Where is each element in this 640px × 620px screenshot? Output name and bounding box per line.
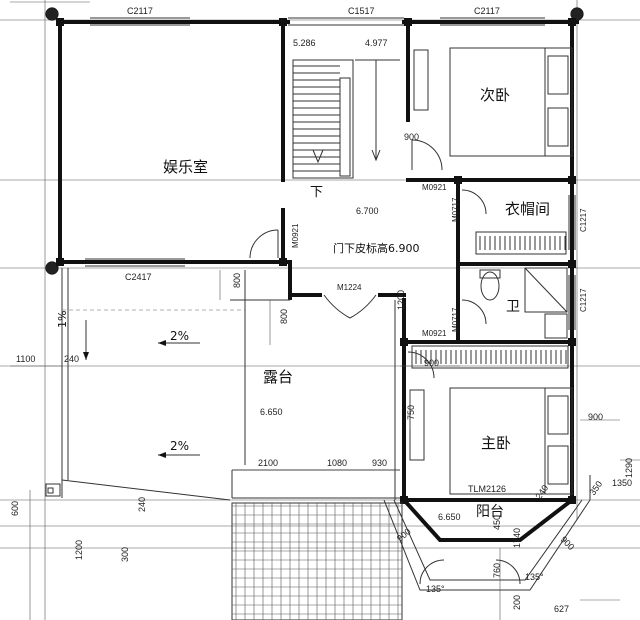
- dim-1080: 1080: [327, 458, 347, 468]
- bathroom-fixtures: [479, 267, 568, 339]
- dim-450: 450: [492, 515, 502, 530]
- room-label-balcony: 阳台: [476, 504, 504, 520]
- dim-930: 930: [372, 458, 387, 468]
- balcony-outline: [383, 475, 591, 591]
- window-label-right-upper: C1217: [579, 208, 588, 232]
- door-label-bath: M0717: [451, 307, 460, 332]
- room-label-terrace: 露台: [263, 368, 293, 386]
- dim-2100: 2100: [258, 458, 278, 468]
- window-label-right-lower: C1217: [579, 288, 588, 312]
- roof-hatch: [231, 502, 403, 620]
- terrace-slope-bottom: 2%: [170, 439, 189, 453]
- dimension-lines: [10, 1, 640, 620]
- door-label-stair: M0921: [291, 223, 300, 248]
- dim-1740: 1740: [512, 528, 522, 548]
- room-label-second-bedroom: 次卧: [480, 86, 510, 104]
- dim-1350: 1350: [612, 478, 632, 488]
- room-label-entertainment: 娱乐室: [163, 158, 208, 176]
- dim-240-left: 240: [64, 354, 79, 364]
- dim-240-b: 240: [137, 497, 147, 512]
- stair-elevation-left: 5.286: [293, 38, 316, 48]
- room-label-cloakroom: 衣帽间: [505, 200, 550, 218]
- staircase: [292, 59, 400, 179]
- master-bedroom-bed: [409, 387, 573, 495]
- dim-900-balcony-right: 900: [559, 534, 577, 552]
- windows: [85, 17, 576, 330]
- window-label-top-mid: C1517: [348, 6, 375, 16]
- slope-arrows: [83, 320, 200, 458]
- balcony-elevation: 6.650: [438, 512, 461, 522]
- balcony-angle-right: 135°: [525, 572, 544, 582]
- door-label-landing: M1224: [337, 283, 362, 292]
- balcony-angle-left: 135°: [426, 584, 445, 594]
- room-label-master-bedroom: 主卧: [481, 434, 511, 452]
- dim-1100: 1100: [16, 354, 35, 364]
- dim-300: 300: [120, 547, 130, 562]
- terrace-slope-left: 1%: [56, 311, 69, 328]
- window-label-terrace: C2417: [125, 272, 152, 282]
- terrace-elevation: 6.650: [260, 407, 283, 417]
- door-label-master-sliding: TLM2126: [468, 484, 506, 494]
- dim-760: 760: [492, 563, 502, 578]
- dim-900-balcony: 900: [395, 526, 413, 543]
- window-label-top-left: C2117: [127, 6, 153, 16]
- landing-elevation: 6.700: [356, 206, 379, 216]
- axis-bubbles: [45, 7, 584, 275]
- interior-walls: [281, 20, 574, 344]
- dim-1200-a: 1200: [396, 290, 406, 310]
- stair-elevation-right: 4.977: [365, 38, 388, 48]
- dim-900-top: 900: [404, 132, 419, 142]
- dim-900-mid: 900: [424, 358, 439, 368]
- dim-900-right: 900: [588, 412, 603, 422]
- dim-1290: 1290: [624, 458, 634, 478]
- wardrobe: [411, 231, 569, 369]
- dim-800-b: 800: [279, 309, 289, 324]
- dim-800-a: 800: [232, 273, 242, 288]
- dim-750: 750: [406, 405, 416, 420]
- door-label-bedroom2: M0921: [422, 183, 447, 192]
- room-label-bathroom: 卫: [506, 299, 520, 315]
- stair-down-label: 下: [310, 185, 323, 200]
- landing-door-note: 门下皮标高6.900: [333, 241, 420, 255]
- dim-627: 627: [554, 604, 569, 614]
- window-label-top-right: C2117: [474, 6, 500, 16]
- terrace-slope-top: 2%: [170, 329, 189, 343]
- second-bedroom-bed: [413, 47, 573, 157]
- door-label-master-side: M0921: [422, 329, 447, 338]
- door-label-cloak: M0717: [451, 197, 460, 222]
- dim-1200-b: 1200: [74, 540, 84, 560]
- dim-200: 200: [512, 595, 522, 610]
- dim-600: 600: [10, 501, 20, 516]
